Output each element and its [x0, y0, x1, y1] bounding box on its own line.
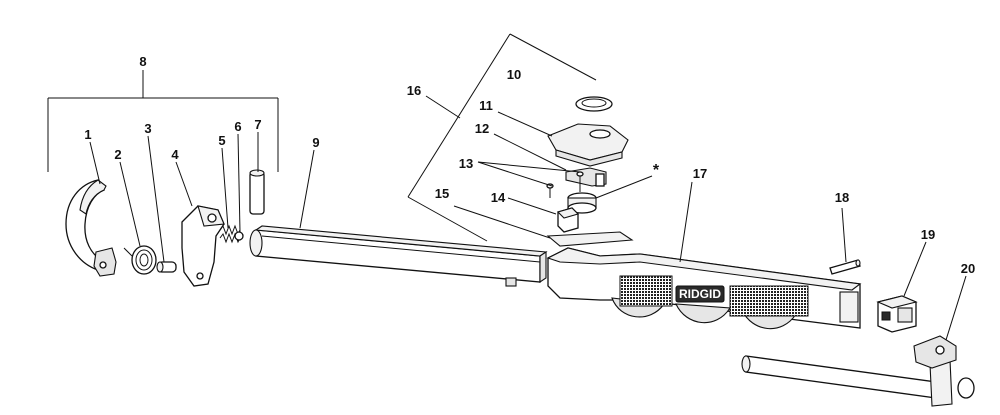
part-1-hook-jaw: [65, 179, 117, 277]
part-12-clip: [565, 167, 607, 187]
callout-labels: 1 2 3 4 5 6 7 8 9 10 11 12 13 14 15 16 1…: [84, 54, 975, 276]
callout-13: 13: [459, 156, 473, 171]
callout-5: 5: [218, 133, 225, 148]
callout-10: 10: [507, 67, 521, 82]
callout-1: 1: [84, 127, 91, 142]
callout-2: 2: [114, 147, 121, 162]
part-14-block: [556, 207, 580, 233]
housing-end-socket: [839, 291, 859, 323]
callout-11: 11: [479, 98, 493, 113]
callout-6: 6: [234, 119, 241, 134]
part-15-plate: [546, 231, 634, 247]
brand-logo-text: RIDGID: [679, 287, 721, 301]
part-19-adapter: [876, 295, 918, 333]
brand-logo-plate: [675, 285, 725, 303]
part-11-cover: [547, 123, 629, 167]
grip-pad-right: [729, 285, 809, 317]
group-8-bracket: [47, 70, 279, 172]
part-18-pin: [829, 259, 861, 275]
part-20-t-handle: [741, 335, 975, 407]
leader-lines: [89, 95, 967, 341]
callout-12: 12: [475, 121, 489, 136]
callout-17: 17: [693, 166, 707, 181]
part-7-roll-pin: [249, 169, 265, 215]
part-9-handle-tube: [249, 225, 548, 287]
callout-15: 15: [435, 186, 449, 201]
callout-9: 9: [312, 135, 319, 150]
callout-star: *: [653, 162, 660, 179]
callout-14: 14: [491, 190, 506, 205]
callout-4: 4: [171, 147, 179, 162]
part-10-ring: [575, 96, 613, 112]
callout-8: 8: [139, 54, 146, 69]
callout-16: 16: [407, 83, 421, 98]
callout-20: 20: [961, 261, 975, 276]
part-3-pin: [156, 261, 177, 273]
part-17-housing: RIDGID: [546, 247, 862, 330]
callout-3: 3: [144, 121, 151, 136]
grip-pad-left: [619, 275, 673, 307]
callout-19: 19: [921, 227, 935, 242]
part-2-spring: [123, 245, 157, 275]
callout-7: 7: [254, 117, 261, 132]
group-16-bracket: [407, 33, 597, 242]
callout-18: 18: [835, 190, 849, 205]
part-4-heel-jaw: [181, 205, 225, 287]
part-6-ball: [234, 231, 244, 241]
